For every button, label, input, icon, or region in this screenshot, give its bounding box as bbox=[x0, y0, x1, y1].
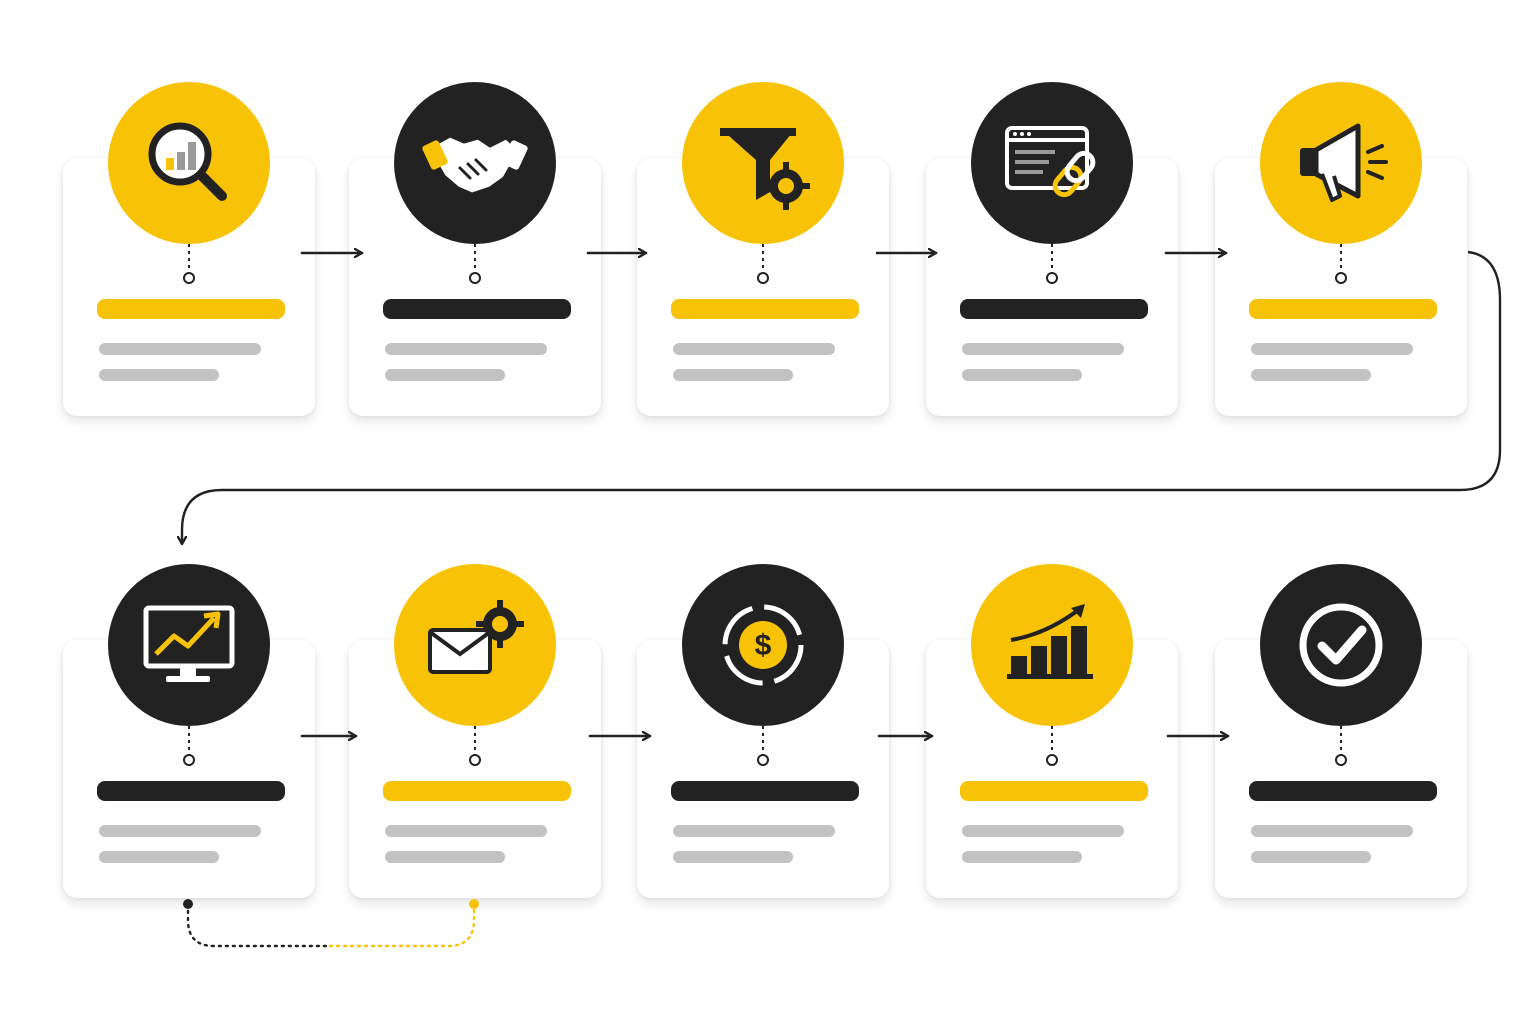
step-title-placeholder bbox=[1249, 781, 1437, 801]
email-automation-icon bbox=[428, 600, 524, 674]
step-text-placeholder bbox=[673, 369, 793, 381]
step-text-placeholder bbox=[99, 369, 219, 381]
link-endpoint-dot bbox=[469, 899, 479, 909]
step-text-placeholder bbox=[99, 825, 261, 837]
step-icon-badge bbox=[394, 564, 556, 726]
dotted-link-dark bbox=[186, 902, 332, 948]
step-title-placeholder bbox=[97, 299, 285, 319]
step-text-placeholder bbox=[385, 825, 547, 837]
step-icon-badge bbox=[394, 82, 556, 244]
step-text-placeholder bbox=[385, 369, 505, 381]
step-text-placeholder bbox=[1251, 825, 1413, 837]
step-icon-badge bbox=[971, 82, 1133, 244]
step-text-placeholder bbox=[962, 343, 1124, 355]
step-card bbox=[349, 640, 601, 898]
step-title-placeholder bbox=[383, 299, 571, 319]
step-text-placeholder bbox=[1251, 851, 1371, 863]
step-icon-badge bbox=[682, 82, 844, 244]
step-text-placeholder bbox=[1251, 343, 1413, 355]
step-text-placeholder bbox=[1251, 369, 1371, 381]
step-icon-badge bbox=[1260, 82, 1422, 244]
step-text-placeholder bbox=[385, 851, 505, 863]
dollar-cycle-icon: $ bbox=[722, 604, 804, 686]
step-text-placeholder bbox=[673, 343, 835, 355]
funnel-gear-icon bbox=[720, 128, 810, 210]
link-endpoint-dot bbox=[183, 899, 193, 909]
step-title-placeholder bbox=[960, 299, 1148, 319]
monitor-trend-icon bbox=[143, 605, 235, 682]
megaphone-icon bbox=[1300, 123, 1388, 202]
step-icon-badge: $ bbox=[682, 564, 844, 726]
step-title-placeholder bbox=[671, 781, 859, 801]
step-title-placeholder bbox=[960, 781, 1148, 801]
step-icon-badge bbox=[108, 82, 270, 244]
step-text-placeholder bbox=[99, 343, 261, 355]
step-title-placeholder bbox=[1249, 299, 1437, 319]
step-title-placeholder bbox=[383, 781, 571, 801]
step-text-placeholder bbox=[962, 369, 1082, 381]
browser-link-icon bbox=[1005, 126, 1096, 198]
magnifier-chart-icon bbox=[148, 122, 227, 201]
step-text-placeholder bbox=[385, 343, 547, 355]
step-icon-badge bbox=[1260, 564, 1422, 726]
step-title-placeholder bbox=[97, 781, 285, 801]
step-icon-badge bbox=[971, 564, 1133, 726]
step-text-placeholder bbox=[962, 825, 1124, 837]
step-text-placeholder bbox=[673, 825, 835, 837]
step-text-placeholder bbox=[962, 851, 1082, 863]
step-icon-badge bbox=[108, 564, 270, 726]
svg-text:$: $ bbox=[755, 629, 772, 662]
handshake-icon bbox=[422, 134, 528, 196]
step-text-placeholder bbox=[99, 851, 219, 863]
growth-chart-icon bbox=[1007, 604, 1093, 679]
step-title-placeholder bbox=[671, 299, 859, 319]
checkmark-icon bbox=[1299, 603, 1383, 687]
dotted-link-yellow bbox=[328, 902, 476, 948]
step-text-placeholder bbox=[673, 851, 793, 863]
